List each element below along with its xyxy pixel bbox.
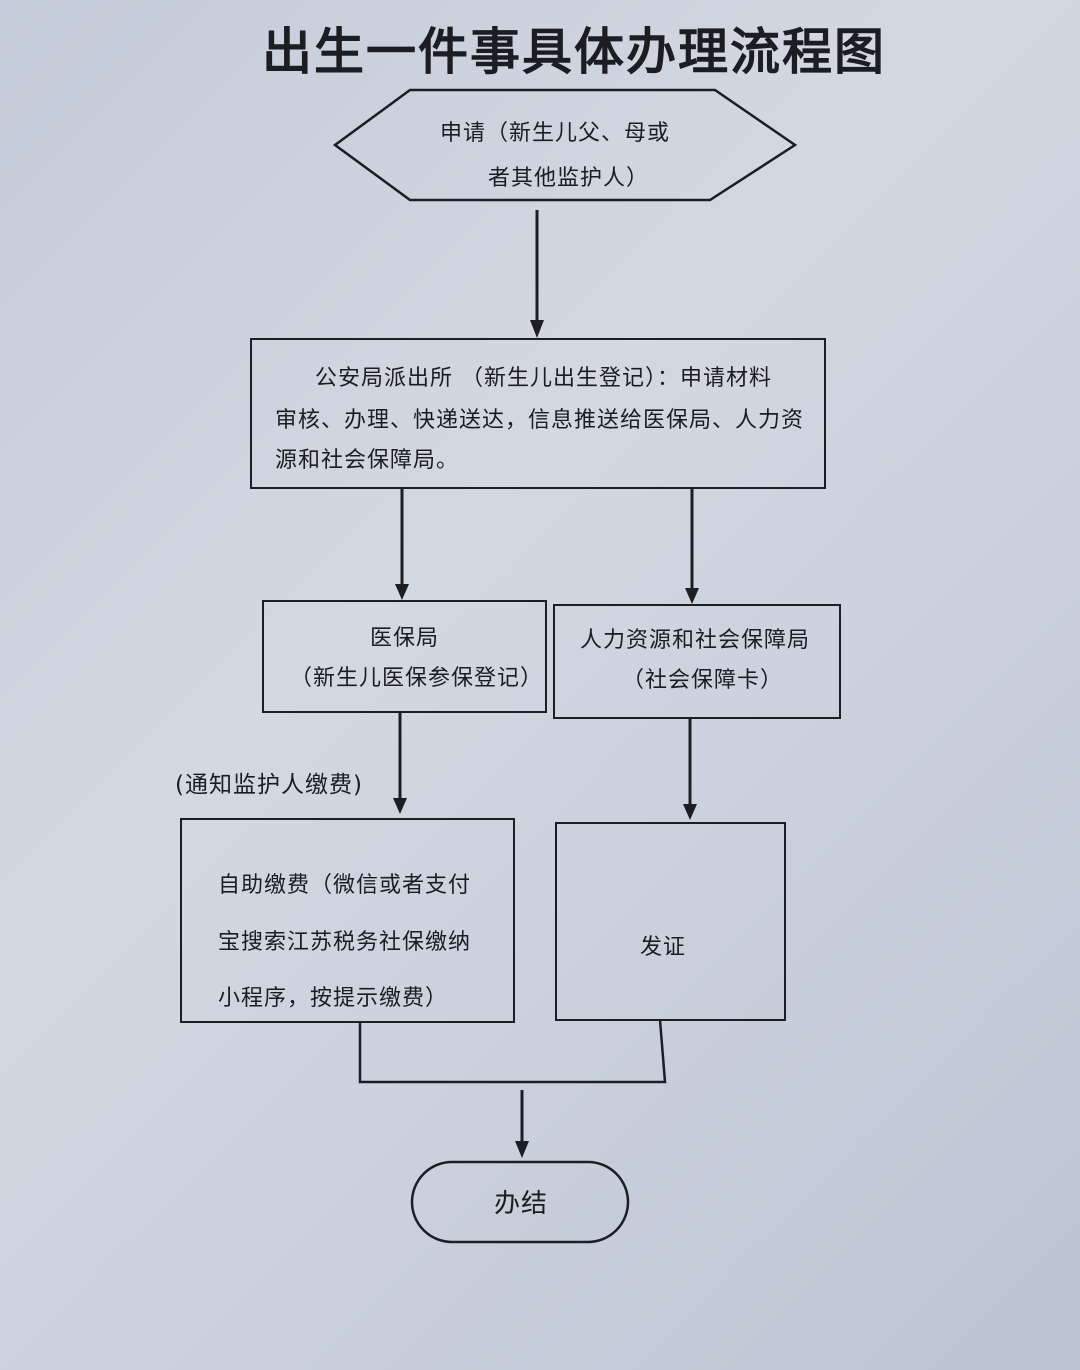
issue-label: 发证: [640, 935, 687, 960]
payment-line3: 小程序，按提示缴费）: [218, 986, 449, 1011]
police-line1: 公安局派出所 （新生儿出生登记）：申请材料: [315, 366, 772, 391]
done-terminal: [410, 1160, 630, 1244]
arrowhead: [393, 798, 407, 814]
arrowhead: [683, 804, 697, 820]
police-box: [250, 338, 826, 489]
police-line3: 源和社会保障局。: [275, 448, 460, 473]
medical-line2: （新生儿医保参保登记）: [290, 666, 544, 691]
apply-line1: 申请（新生儿父、母或: [440, 121, 671, 146]
hr-box: [553, 604, 841, 719]
payment-line2: 宝搜索江苏税务社保缴纳: [218, 930, 472, 955]
payment-line1: 自助缴费（微信或者支付: [218, 873, 472, 898]
arrowhead: [530, 320, 544, 338]
merge-connector: [358, 1019, 667, 1084]
police-line2: 审核、办理、快递送达，信息推送给医保局、人力资: [275, 408, 805, 433]
notify-label: (通知监护人缴费): [175, 772, 363, 798]
apply-hexagon: [332, 88, 798, 202]
issue-box: [555, 822, 786, 1021]
payment-box: [180, 818, 515, 1023]
arrowhead: [685, 588, 699, 604]
medical-line1: 医保局: [370, 626, 440, 651]
hr-line2: （社会保障卡）: [622, 668, 784, 693]
apply-line2: 者其他监护人）: [488, 166, 650, 191]
done-label: 办结: [494, 1189, 549, 1219]
medical-box: [262, 600, 547, 713]
arrowhead: [515, 1141, 529, 1158]
page-title: 出生一件事具体办理流程图: [262, 23, 886, 81]
arrowhead: [395, 584, 409, 600]
hr-line1: 人力资源和社会保障局: [580, 628, 811, 653]
